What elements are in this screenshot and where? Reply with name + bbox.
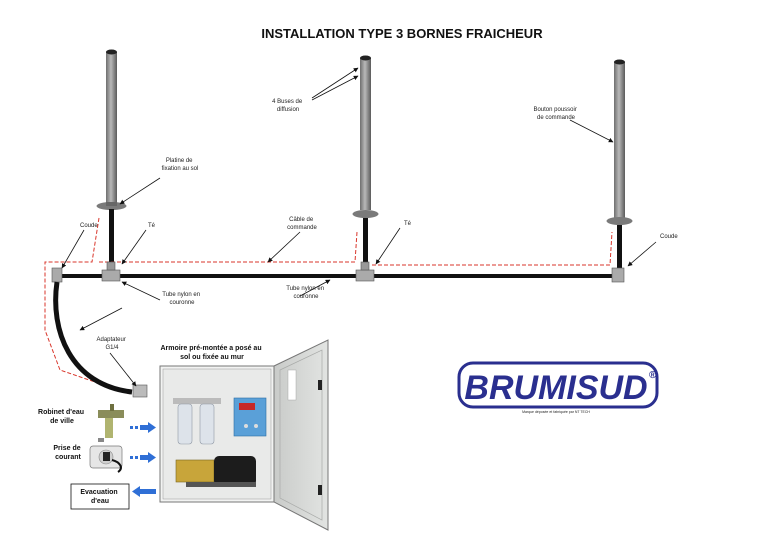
label-armoire: Armoire pré-montée a posé au sol ou fixé… bbox=[160, 345, 263, 361]
fitting-coude-left bbox=[51, 267, 63, 283]
label-tube-2: Tube nylon en couronne bbox=[286, 286, 325, 300]
label-adaptateur: Adaptateur G1/4 bbox=[96, 337, 127, 351]
label-coude-right: Coude bbox=[660, 234, 678, 240]
fitting-te-left bbox=[101, 261, 121, 282]
svg-text:BRUMISUD: BRUMISUD bbox=[464, 369, 647, 407]
svg-text:Evacuation d'eau: Evacuation d'eau bbox=[80, 489, 119, 505]
label-prise: Prise de courant bbox=[53, 445, 82, 461]
feed-tube bbox=[53, 281, 133, 395]
label-tube-1: Tube nylon en couronne bbox=[162, 292, 201, 306]
pole-right bbox=[606, 59, 633, 225]
main-tube bbox=[60, 274, 620, 278]
label-te-left: Té bbox=[148, 223, 156, 229]
label-cable: Câble de commande bbox=[287, 217, 317, 231]
annotation-arrows bbox=[61, 67, 657, 387]
control-cable bbox=[44, 217, 613, 395]
brumisud-logo: BRUMISUD ® Marque déposée et fabriquée p… bbox=[457, 361, 659, 414]
label-bouton: Bouton poussoir de commande bbox=[533, 107, 578, 121]
drop-tubes bbox=[109, 209, 622, 269]
label-robinet: Robinet d'eau de ville bbox=[38, 409, 86, 425]
svg-text:Marque déposée et fabriquée pa: Marque déposée et fabriquée par NT TECH bbox=[522, 410, 590, 414]
label-buses: 4 Buses de diffusion bbox=[272, 99, 304, 113]
adapter-fitting bbox=[132, 384, 148, 398]
power-socket-icon bbox=[89, 445, 123, 473]
blue-arrows bbox=[130, 422, 156, 497]
fitting-te-right bbox=[355, 261, 375, 282]
svg-text:®: ® bbox=[649, 370, 657, 381]
label-platine: Platine de fixation au sol bbox=[162, 158, 199, 172]
cabinet bbox=[159, 339, 329, 531]
label-te-right: Té bbox=[404, 221, 412, 227]
evacuation-box: Evacuation d'eau bbox=[70, 483, 130, 510]
pole-middle bbox=[352, 55, 379, 218]
pole-left bbox=[96, 49, 127, 210]
water-tap-icon bbox=[98, 404, 124, 442]
label-coude-left: Coude bbox=[80, 223, 98, 229]
page-title: INSTALLATION TYPE 3 BORNES FRAICHEUR bbox=[261, 26, 543, 41]
fitting-coude-right bbox=[611, 267, 625, 283]
